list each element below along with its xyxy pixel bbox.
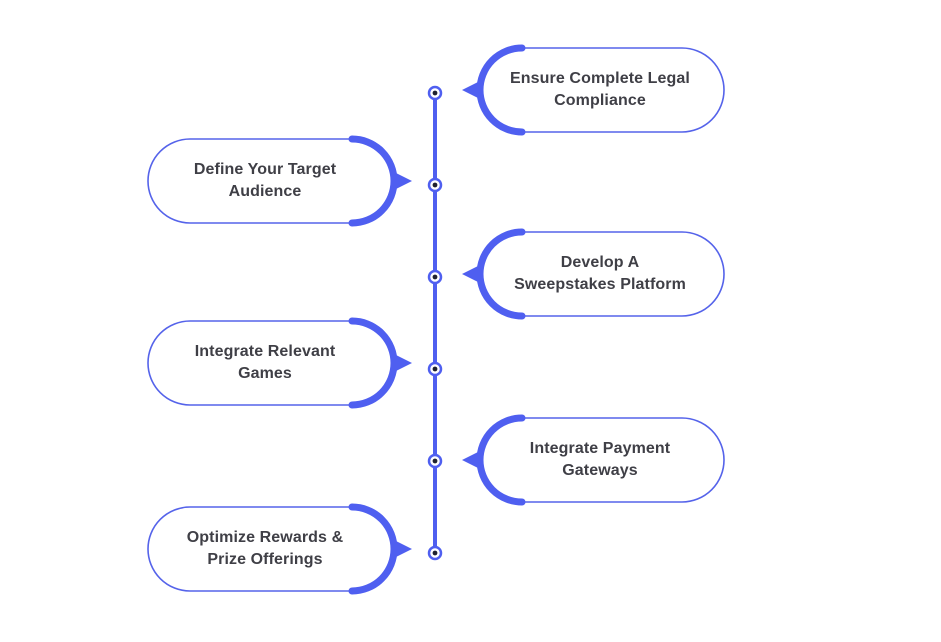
step-item bbox=[427, 414, 725, 506]
pill-outline bbox=[522, 47, 725, 133]
step-label-line: Prize Offerings bbox=[207, 551, 323, 568]
pointer-arrow bbox=[396, 355, 412, 371]
step-item bbox=[427, 44, 725, 136]
step-label-line: Optimize Rewards & bbox=[186, 529, 344, 546]
pill-outline bbox=[147, 138, 352, 224]
timeline-node-dot bbox=[432, 550, 438, 556]
step-label-line: Gateways bbox=[562, 462, 638, 479]
step-label-line: Define Your Target bbox=[193, 161, 337, 178]
pointer-arrow bbox=[462, 82, 478, 98]
pill-outline bbox=[522, 231, 725, 317]
timeline-node-dot bbox=[432, 274, 438, 280]
pill-outline bbox=[522, 417, 725, 503]
accent-arc bbox=[476, 44, 526, 136]
step-label-line: Ensure Complete Legal bbox=[510, 70, 690, 87]
accent-arc bbox=[348, 135, 398, 227]
step-label-rewards-prizes: Optimize Rewards & Prize Offerings bbox=[155, 527, 375, 571]
step-label-line: Integrate Payment bbox=[529, 440, 671, 457]
accent-arc bbox=[348, 503, 398, 595]
step-label-line: Develop A bbox=[560, 254, 640, 271]
step-item bbox=[147, 503, 443, 595]
pill-outline bbox=[147, 506, 352, 592]
step-label-target-audience: Define Your Target Audience bbox=[155, 159, 375, 203]
accent-arc bbox=[348, 317, 398, 409]
step-item bbox=[147, 135, 443, 227]
step-label-relevant-games: Integrate Relevant Games bbox=[155, 341, 375, 385]
step-label-sweepstakes-platform: Develop A Sweepstakes Platform bbox=[490, 252, 710, 296]
step-label-line: Audience bbox=[228, 183, 302, 200]
pointer-arrow bbox=[462, 266, 478, 282]
step-label-line: Sweepstakes Platform bbox=[514, 276, 686, 293]
pointer-arrow bbox=[462, 452, 478, 468]
accent-arc bbox=[476, 414, 526, 506]
pointer-arrow bbox=[396, 173, 412, 189]
accent-arc bbox=[476, 228, 526, 320]
timeline-node-dot bbox=[432, 182, 438, 188]
pill-outline bbox=[147, 320, 352, 406]
step-item bbox=[147, 317, 443, 409]
step-label-line: Integrate Relevant bbox=[194, 343, 336, 360]
step-label-line: Games bbox=[238, 365, 292, 382]
step-label-legal-compliance: Ensure Complete Legal Compliance bbox=[490, 68, 710, 112]
timeline-node-dot bbox=[432, 458, 438, 464]
timeline-node-dot bbox=[432, 366, 438, 372]
step-label-payment-gateways: Integrate Payment Gateways bbox=[490, 438, 710, 482]
timeline-node-dot bbox=[432, 90, 438, 96]
step-label-line: Compliance bbox=[554, 92, 646, 109]
pointer-arrow bbox=[396, 541, 412, 557]
step-item bbox=[427, 228, 725, 320]
